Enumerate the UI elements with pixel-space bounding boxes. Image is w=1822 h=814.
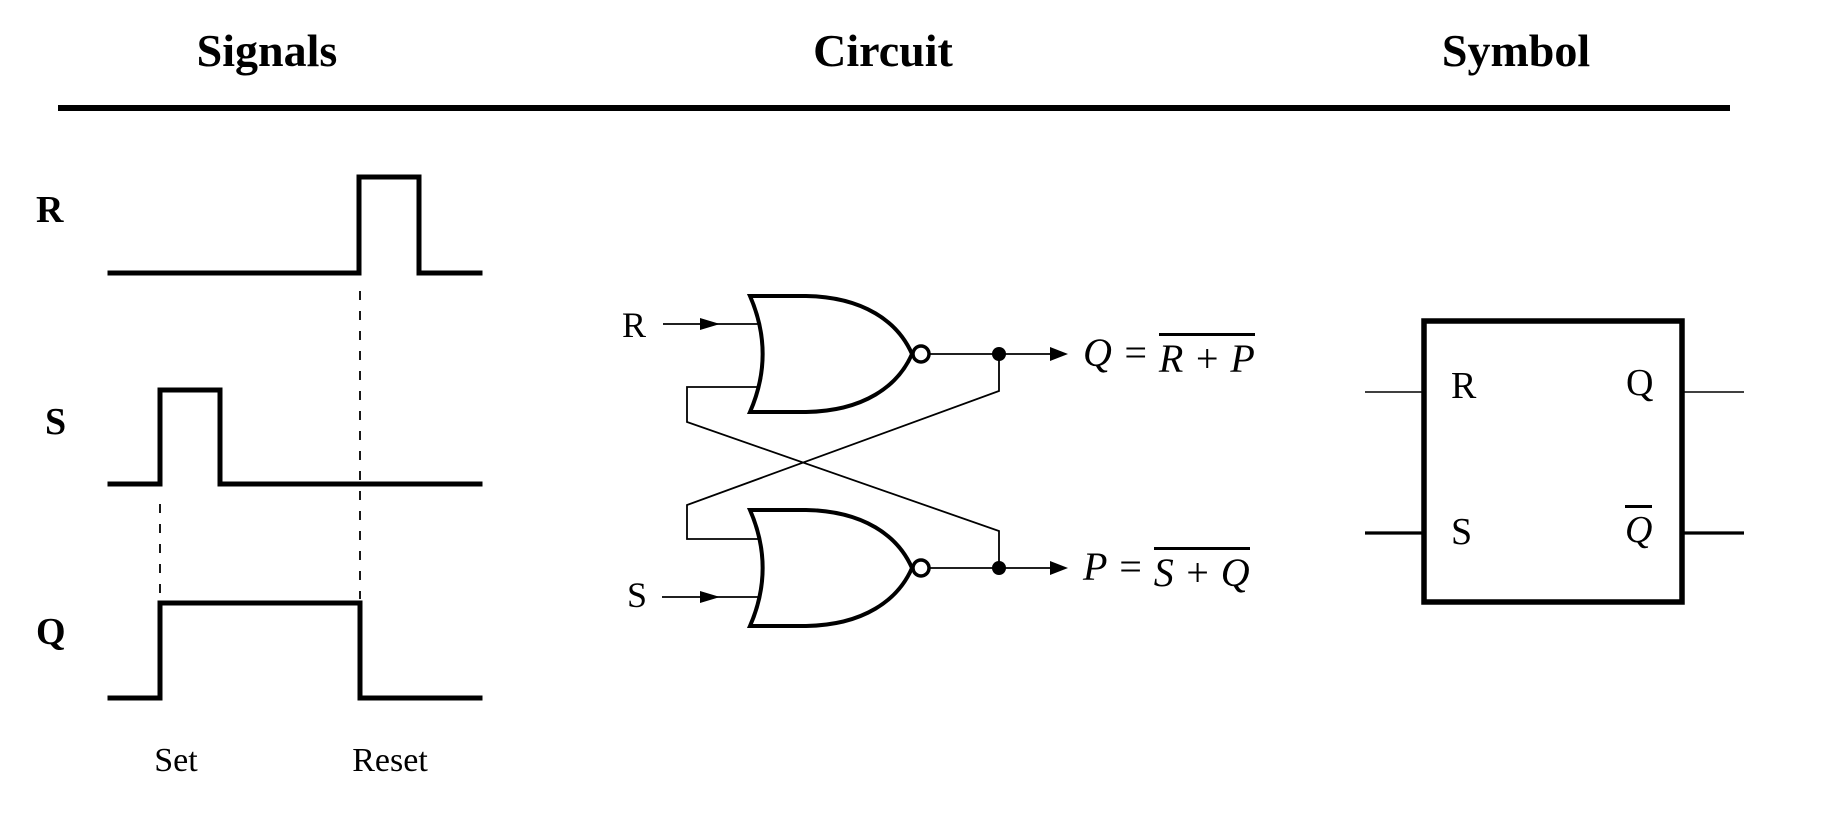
- symbol-pin-q: Q: [1626, 362, 1654, 404]
- circuit-input-label-s: S: [627, 575, 648, 615]
- equation-q-lhs: Q =: [1083, 330, 1149, 375]
- waveform-s: [107, 387, 483, 487]
- signals-header: Signals: [196, 25, 338, 76]
- symbol-box: [1421, 318, 1685, 605]
- signal-label-r: R: [36, 189, 64, 231]
- inverter-bubble-icon: [911, 558, 931, 578]
- nor-latch-circuit: [662, 294, 1068, 628]
- arrow-right-icon: [1050, 561, 1068, 575]
- set-caption: Set: [154, 742, 198, 779]
- equation-p: P = S + Q: [1083, 547, 1250, 593]
- latch-symbol: [1365, 318, 1744, 605]
- circuit-input-label-r: R: [622, 305, 647, 345]
- equation-p-lhs: P =: [1083, 544, 1144, 589]
- timing-diagram: [107, 174, 483, 701]
- waveform-q: [107, 600, 483, 701]
- symbol-pin-s: S: [1451, 511, 1473, 553]
- nor-gate-bottom: [746, 508, 915, 628]
- reset-caption: Reset: [352, 742, 428, 779]
- circuit-header: Circuit: [813, 25, 953, 76]
- arrow-right-icon: [1050, 347, 1068, 361]
- symbol-header: Symbol: [1441, 25, 1591, 76]
- arrow-right-icon: [700, 318, 720, 330]
- waveform-r: [107, 174, 483, 276]
- inverter-bubble-icon: [911, 344, 931, 364]
- symbol-pin-qbar-base: Q: [1625, 505, 1653, 549]
- equation-q: Q = R + P: [1083, 333, 1255, 379]
- symbol-pin-qbar: Q: [1625, 505, 1653, 549]
- symbol-pin-r: R: [1451, 365, 1477, 407]
- arrow-right-icon: [700, 591, 720, 603]
- equation-q-overlined-term: R + P: [1158, 333, 1255, 379]
- signal-label-q: Q: [36, 611, 66, 653]
- junction-dot-icon: [992, 347, 1006, 361]
- equation-p-overlined-term: S + Q: [1153, 547, 1250, 593]
- feedback-wire-q-to-bottom-gate: [686, 354, 1000, 540]
- junction-dot-icon: [992, 561, 1006, 575]
- feedback-wire-p-to-top-gate: [686, 386, 1000, 568]
- signal-label-s: S: [45, 401, 67, 443]
- nor-gate-top: [746, 294, 915, 414]
